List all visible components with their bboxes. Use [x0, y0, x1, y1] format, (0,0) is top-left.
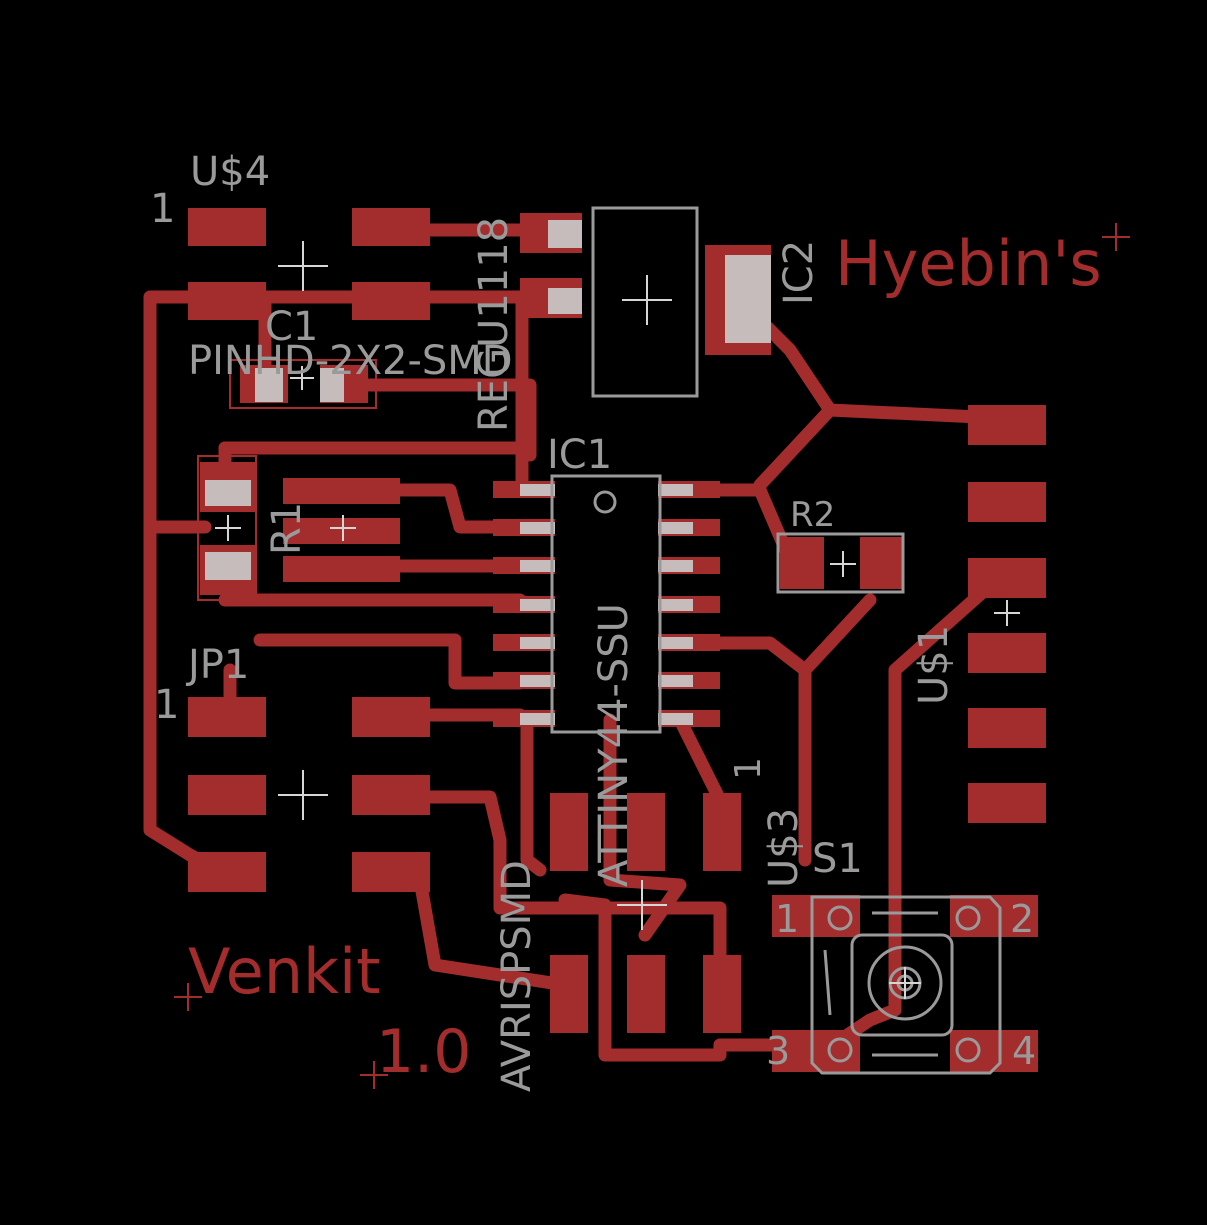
pad-hdr-3	[283, 556, 400, 582]
pad-us3-b2	[627, 955, 665, 1033]
copper-crosses	[174, 223, 1130, 1089]
s1-hole-3	[827, 1037, 853, 1063]
copper-outlines	[197, 359, 377, 601]
pad-jp1-2	[352, 697, 430, 737]
ic1-outline	[550, 474, 662, 734]
pad-us3-a1	[550, 793, 588, 871]
pad-r2-2	[860, 537, 904, 589]
pad-us1-5	[968, 708, 1046, 748]
s1-hole-1	[827, 905, 853, 931]
label-jp1-pin1: 1	[154, 682, 179, 728]
pad-jp1-4	[352, 775, 430, 815]
pad-jp1-1	[188, 697, 266, 737]
label-s1-pin3: 3	[766, 1029, 790, 1073]
s1-hole-4	[955, 1037, 981, 1063]
pad-us1-6	[968, 783, 1046, 823]
pad-us1-2	[968, 482, 1046, 522]
pad-us3-b1	[550, 955, 588, 1033]
label-attiny: ATTINY44-SSU	[591, 603, 637, 887]
label-us4: U$4	[190, 149, 270, 195]
label-regu: REGU1118	[471, 217, 517, 432]
label-us3-pin1: 1	[728, 757, 769, 780]
label-s1: S1	[812, 836, 863, 882]
label-ic1: IC1	[547, 432, 612, 478]
label-s1-pin2: 2	[1010, 897, 1034, 941]
pad-r2-1	[780, 537, 824, 589]
s1-button-square	[850, 933, 954, 1037]
label-jp1: JP1	[185, 642, 249, 688]
pad-us3-a3	[703, 793, 741, 871]
pad-highlights	[205, 220, 771, 725]
pad-us3-b3	[703, 955, 741, 1033]
pad-us1-1	[968, 405, 1046, 445]
label-venkit: Venkit	[188, 935, 380, 1008]
pad-us3-a2	[627, 793, 665, 871]
pad-us4-3	[188, 282, 266, 320]
r2-outline	[776, 532, 905, 594]
pad-us4-4	[352, 282, 430, 320]
label-us4-pin1: 1	[150, 186, 175, 232]
label-hyebin: Hyebin's	[835, 227, 1102, 300]
ic1-pin1-marker	[593, 490, 617, 514]
s1-button-ring	[867, 945, 943, 1021]
label-us3: U$3	[761, 808, 807, 888]
pad-jp1-3	[188, 775, 266, 815]
pad-us4-2	[352, 208, 430, 246]
s1-hole-2	[955, 905, 981, 931]
pad-us1-3	[968, 558, 1046, 598]
silkscreen-outlines	[550, 206, 1002, 1075]
label-r1: R1	[264, 502, 310, 555]
pad-s1-1	[772, 895, 860, 937]
pad-us1-4	[968, 633, 1046, 673]
c1-outline	[229, 359, 377, 409]
label-r2: R2	[790, 495, 835, 535]
ic2-outline	[591, 206, 699, 398]
pad-hdr-1	[283, 478, 400, 504]
label-avrispsmd: AVRISPSMD	[494, 860, 540, 1092]
label-c1: C1	[265, 304, 318, 350]
s1-outline	[810, 895, 1002, 1075]
origin-crosses	[215, 241, 1020, 999]
pad-hdr-2	[283, 518, 400, 544]
r1-outline	[197, 455, 257, 601]
pad-s1-4	[950, 1030, 1038, 1072]
label-pinhd: PINHD-2X2-SMD	[188, 338, 513, 384]
label-version: 1.0	[376, 1017, 471, 1087]
pad-jp1-6	[352, 852, 430, 892]
label-s1-pin4: 4	[1012, 1029, 1036, 1073]
pad-us4-1	[188, 208, 266, 246]
label-us1: U$1	[911, 625, 957, 705]
label-ic2: IC2	[776, 240, 822, 305]
label-s1-pin1: 1	[775, 897, 799, 941]
pad-jp1-5	[188, 852, 266, 892]
